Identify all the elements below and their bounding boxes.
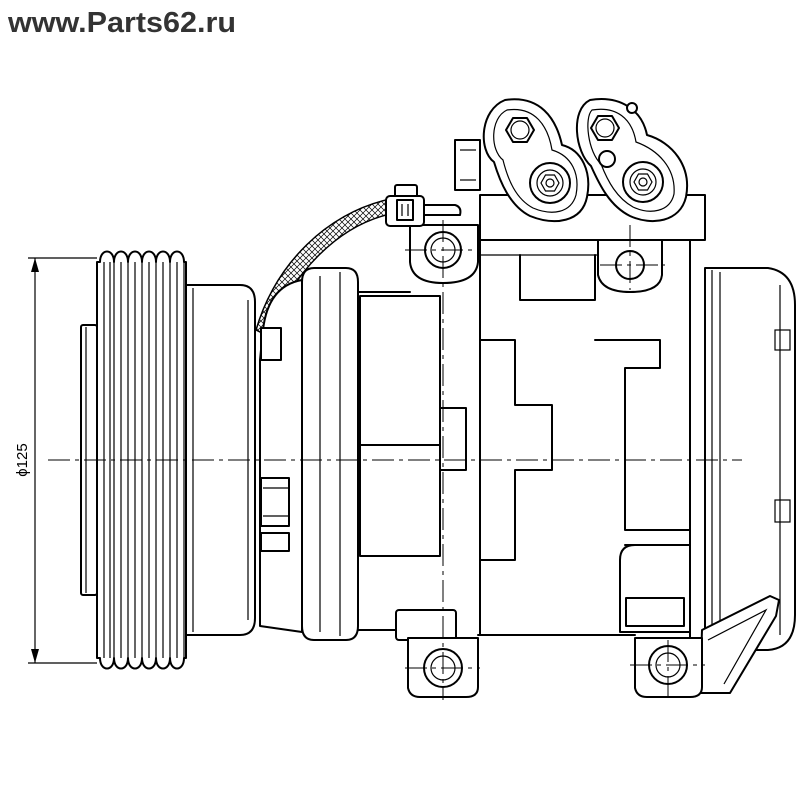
compressor-body [357, 239, 691, 641]
center-lines [48, 220, 742, 700]
diameter-dimension: ϕ125 [14, 257, 97, 664]
sensor-connector [385, 184, 462, 227]
diameter-label: ϕ125 [14, 443, 31, 476]
discharge-port-flange [576, 98, 689, 223]
compressor-cylinder [301, 267, 359, 641]
watermark-text: www.Parts62.ru [7, 7, 236, 39]
front-housing [259, 279, 303, 633]
suction-port-flange [482, 98, 590, 223]
rear-head [704, 267, 796, 651]
mounting-ear-top-left [409, 224, 479, 284]
